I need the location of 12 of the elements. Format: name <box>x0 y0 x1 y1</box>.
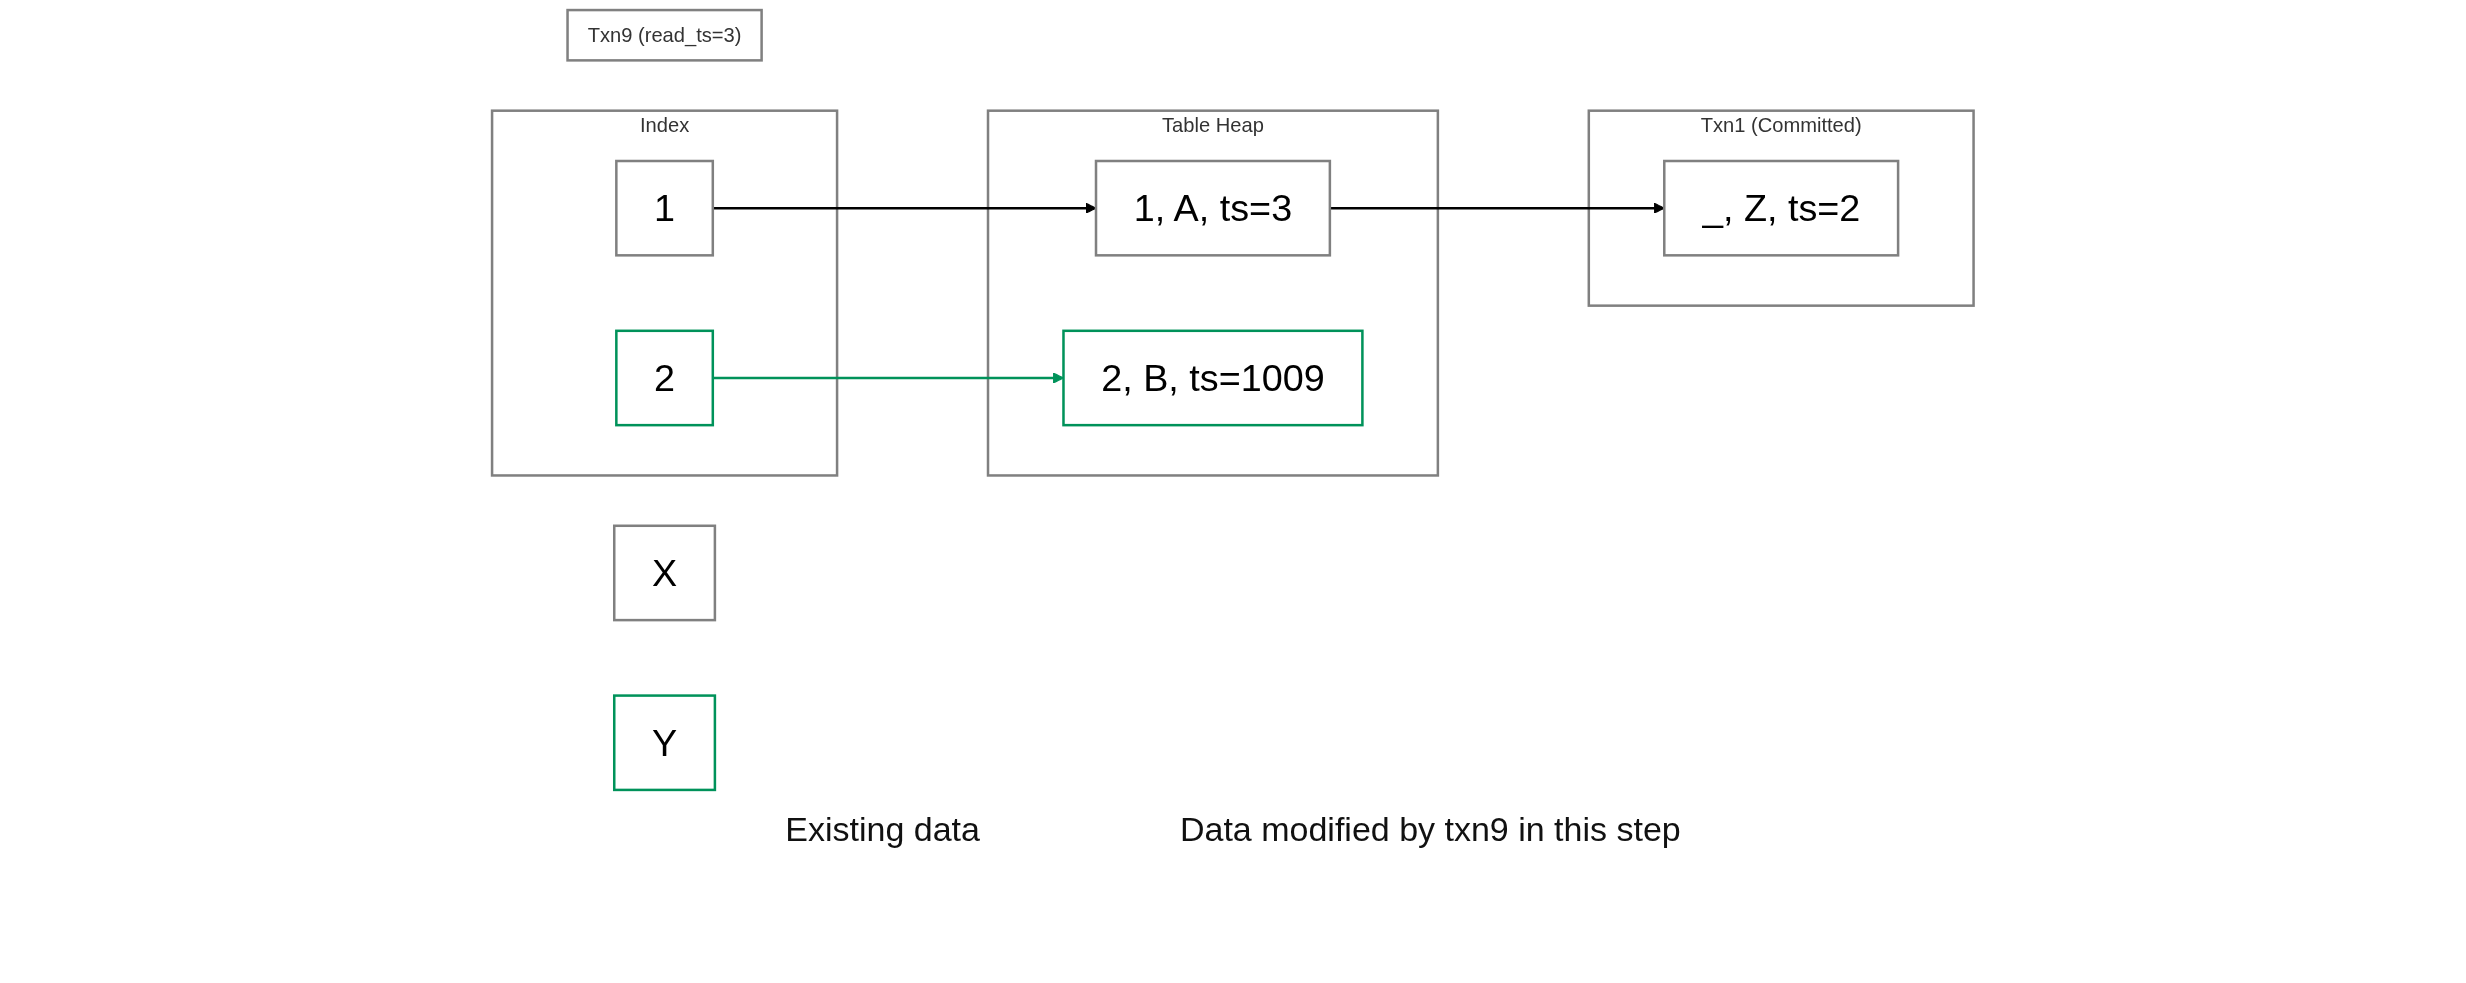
node-box: X <box>613 524 717 622</box>
node-box: Y <box>613 694 717 792</box>
node-box: 2 <box>615 329 715 427</box>
node-box: Txn9 (read_ts=3) <box>566 8 764 62</box>
legend-text: Data modified by txn9 in this step <box>1179 810 1681 849</box>
arrow <box>712 202 1097 214</box>
node-box: 1, A, ts=3 <box>1094 159 1332 257</box>
node-box: _, Z, ts=2 <box>1663 159 1900 257</box>
arrow <box>1330 202 1665 214</box>
node-box: 2, B, ts=1009 <box>1062 329 1364 427</box>
node-box: 1 <box>615 159 715 257</box>
legend-text: Existing data <box>785 810 980 849</box>
